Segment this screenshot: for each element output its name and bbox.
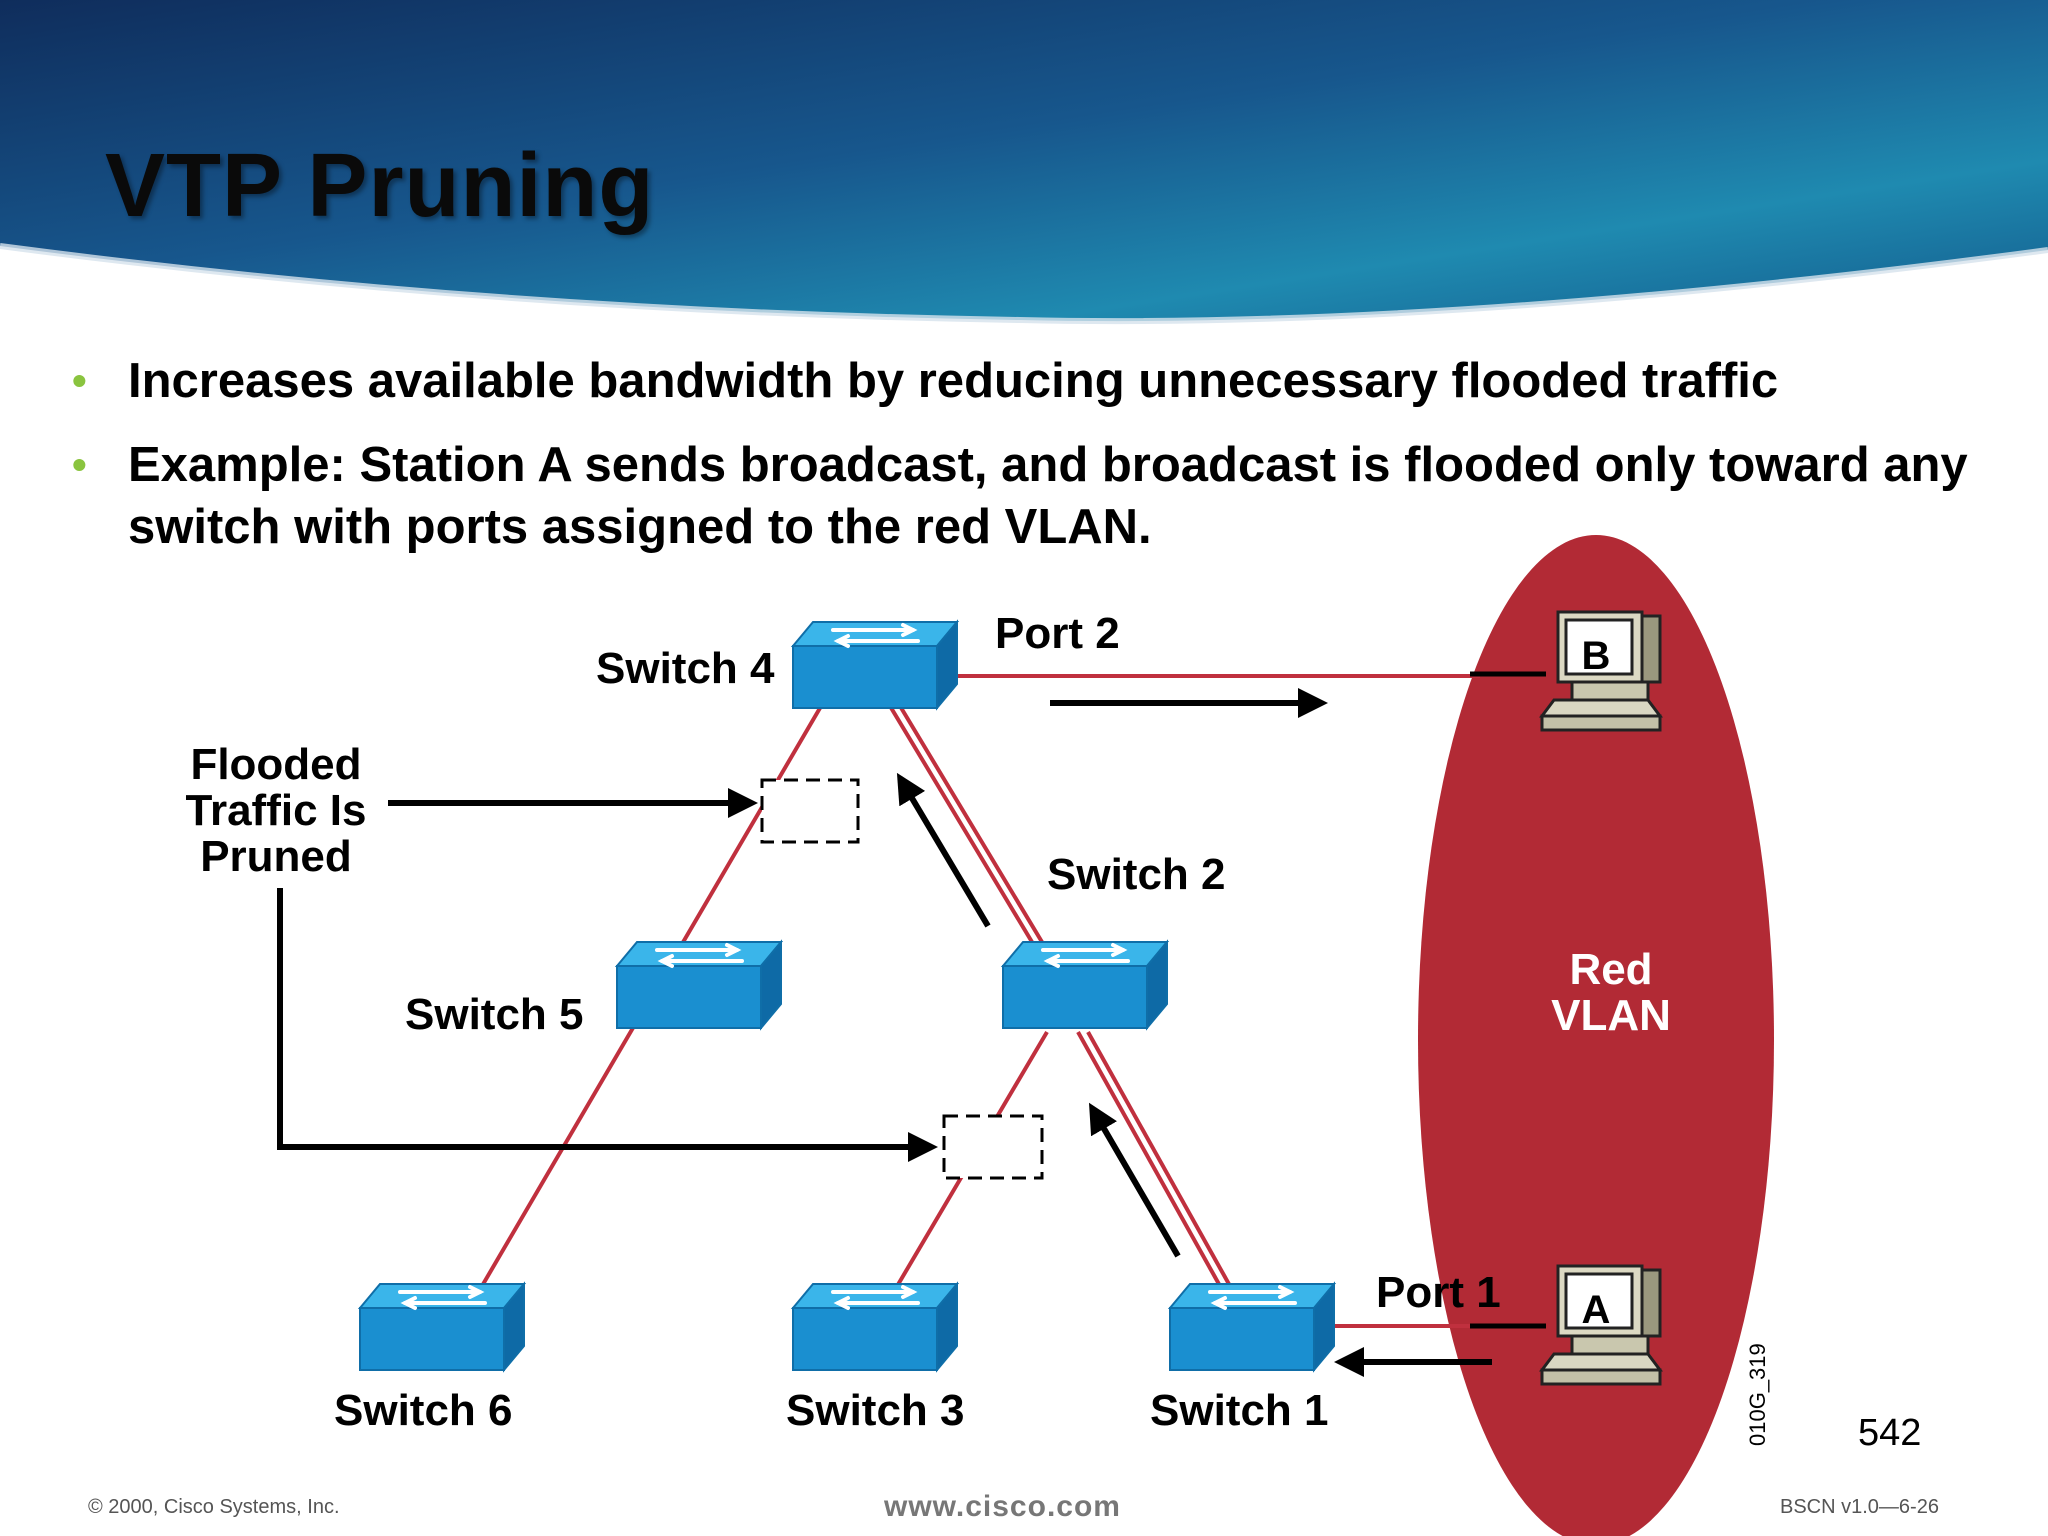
vlan-label-line1: Red	[1569, 945, 1652, 994]
switch-1-icon	[1168, 1282, 1336, 1372]
red-vlan-region	[1418, 535, 1774, 1536]
bullet-icon: •	[72, 357, 87, 404]
switch-3-label: Switch 3	[786, 1386, 965, 1435]
pruned-label-line1: Flooded	[190, 740, 361, 789]
switch-4-label: Switch 4	[596, 644, 775, 693]
switch-2-label: Switch 2	[1047, 850, 1226, 899]
flow-arrow-sw2-sw4	[896, 772, 991, 928]
page-title: VTP Pruning	[105, 136, 655, 236]
pruned-label-line3: Pruned	[200, 832, 352, 881]
pruned-arrow-lower	[277, 888, 938, 1162]
bullet-text: Increases available bandwidth by reducin…	[128, 354, 1779, 408]
footer-website: www.cisco.com	[884, 1490, 1121, 1523]
bullet-item: • Increases available bandwidth by reduci…	[72, 350, 2002, 412]
switch-6-icon	[358, 1282, 526, 1372]
switch-4-icon	[791, 620, 959, 710]
page-number: 542	[1858, 1412, 1922, 1454]
pruned-label-line2: Traffic Is	[186, 786, 367, 835]
switch-5-label: Switch 5	[405, 990, 584, 1039]
station-a-label: A	[1582, 1288, 1611, 1332]
vlan-label-line2: VLAN	[1551, 991, 1671, 1040]
bullet-list: • Increases available bandwidth by reduci…	[72, 350, 2002, 580]
switch-1-label: Switch 1	[1150, 1386, 1329, 1435]
switch-6-label: Switch 6	[334, 1386, 513, 1435]
flow-arrow-sw1-sw2	[1088, 1102, 1181, 1258]
switch-3-icon	[791, 1282, 959, 1372]
port-1-label: Port 1	[1376, 1268, 1501, 1317]
bullet-icon: •	[72, 441, 87, 488]
bullet-item: • Example: Station A sends broadcast, and…	[72, 434, 2002, 558]
pruned-box-upper	[760, 778, 860, 844]
station-b-label: B	[1582, 634, 1611, 678]
figure-code: 010G_319	[1745, 1343, 1770, 1446]
bullet-text: Example: Station A sends broadcast, and …	[128, 438, 1968, 554]
switch-2-icon	[1001, 940, 1169, 1030]
port-2-label: Port 2	[995, 609, 1120, 658]
footer-course: BSCN v1.0—6-26	[1780, 1496, 1939, 1518]
footer-copyright: © 2000, Cisco Systems, Inc.	[88, 1496, 340, 1518]
pruned-box-lower	[942, 1114, 1044, 1180]
switch-5-icon	[615, 940, 783, 1030]
header-banner	[0, 0, 2048, 325]
